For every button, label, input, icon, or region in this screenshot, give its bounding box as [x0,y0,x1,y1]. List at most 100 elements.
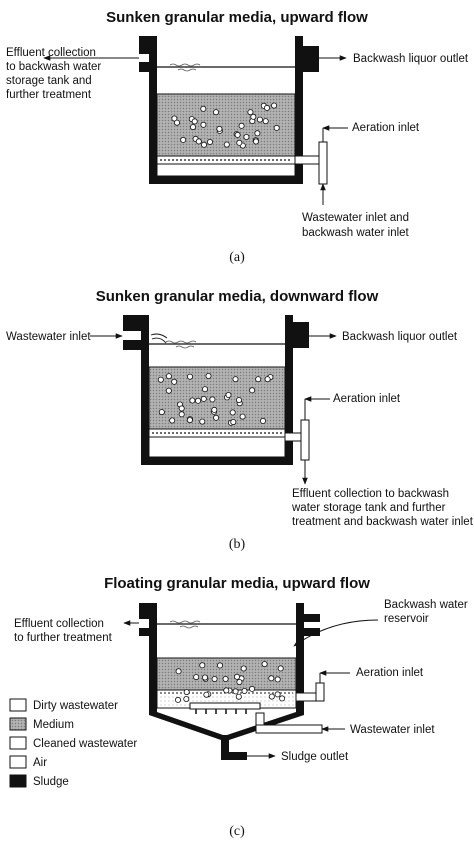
air-bubble [173,119,180,126]
air-bubble [222,676,229,683]
air-bubble [175,668,182,675]
legend-label: Medium [33,719,74,731]
backwash-outlet-label-b: Backwash liquor outlet [342,331,458,343]
air-bubble [279,695,286,702]
backwash-outlet-label-a: Backwash liquor outlet [353,53,469,65]
wastewater-label-b: Wastewater inlet [6,331,91,343]
air-bubble [201,386,208,393]
panel-a: Sunken granular media, upward flow [6,9,469,265]
air-bubble [273,124,280,131]
air-bubble [277,665,284,672]
air-bubble [165,387,172,394]
panel-a-title: Sunken granular media, upward flow [106,9,368,26]
air-bubble [216,662,223,669]
air-bubble [165,373,172,380]
legend-label: Dirty wastewater [33,700,118,712]
effluent-label-c: Effluent collection to further treatment [14,618,113,644]
caption-c: (c) [229,824,245,839]
air-bubble [183,696,190,703]
air-bubble [249,387,256,394]
air-bubble [180,136,187,143]
panel-a-tank [43,36,348,205]
floating-medium-bed [156,657,297,691]
legend-label: Sludge [33,776,69,788]
air-bubble [259,417,266,424]
air-bubble [223,141,230,148]
air-bubble [238,122,245,129]
air-bubble [211,676,218,683]
inflow-splash [150,333,168,344]
air-bubble [186,373,193,380]
panel-b-tank [90,315,337,485]
air-bubble [243,133,250,140]
air-bubble [271,102,278,109]
panel-c-title: Floating granular media, upward flow [104,575,370,592]
effluent-label-b: Effluent collection to backwash water st… [291,488,474,528]
air-bubble [157,376,164,383]
air-bubble [193,674,200,681]
air-bubble [236,679,243,686]
air-bubble [236,139,243,146]
air-bubble [213,414,220,421]
air-bubble [169,417,176,424]
air-bubble [274,676,281,683]
air-bubble [234,131,241,138]
air-bubble [250,113,257,120]
air-bubble [230,419,237,426]
air-bubble [200,395,207,402]
air-bubble [255,376,262,383]
inlet-label-a: Wastewater inlet and backwash water inle… [302,212,412,239]
air-bubble [256,116,263,123]
air-bubble [200,121,207,128]
air-bubble [229,409,236,416]
air-bubble [254,130,261,137]
sludge-hopper [149,707,304,760]
air-bubble [186,417,193,424]
air-bubble [201,674,208,681]
aeration-label-b: Aeration inlet [333,393,401,405]
legend-swatch-medium [9,717,27,731]
panel-c: Floating granular media, upward flow [9,575,471,839]
air-bubble [268,675,275,682]
legend-label: Cleaned wastewater [33,738,137,750]
air-bubble [263,104,270,111]
air-bubble [178,411,185,418]
air-bubble [189,124,196,131]
sludge-label-c: Sludge outlet [281,751,349,763]
air-bubbles [157,372,274,426]
air-bubble [232,688,239,695]
air-bubble [189,397,196,404]
water-surface-ripple [169,63,201,72]
air-bubble [195,397,202,404]
air-bubble [274,691,281,698]
caption-b: (b) [229,537,246,552]
air-bubble [199,418,206,425]
legend-swatch-sludge [9,774,27,788]
aeration-label-c: Aeration inlet [356,667,424,679]
legend-label: Air [33,757,47,769]
air-bubble [232,376,239,383]
air-bubble [200,141,207,148]
reservoir-label-c: Backwash water reservoir [384,599,471,625]
air-bubble [206,138,213,145]
air-bubble [264,376,271,383]
air-bubble [183,689,190,696]
legend-swatch-dirty [9,698,27,712]
distributor-pipe [189,702,261,710]
air-bubble [158,409,165,416]
air-bubble [261,661,268,668]
legend-swatch-clean [9,736,27,750]
air-bubble [174,696,181,703]
air-bubble [252,138,259,145]
air-bubble [209,396,216,403]
air-bubble [203,691,210,698]
air-bubbles [174,661,286,703]
aeration-label-a: Aeration inlet [352,122,420,134]
air-bubble [233,673,240,680]
legend: Dirty wastewater Medium Cleaned wastewat… [9,698,137,788]
air-bubble [171,378,178,385]
air-bubble [249,685,256,692]
wastewater-label-c: Wastewater inlet [350,724,435,736]
air-bubble [205,372,212,379]
